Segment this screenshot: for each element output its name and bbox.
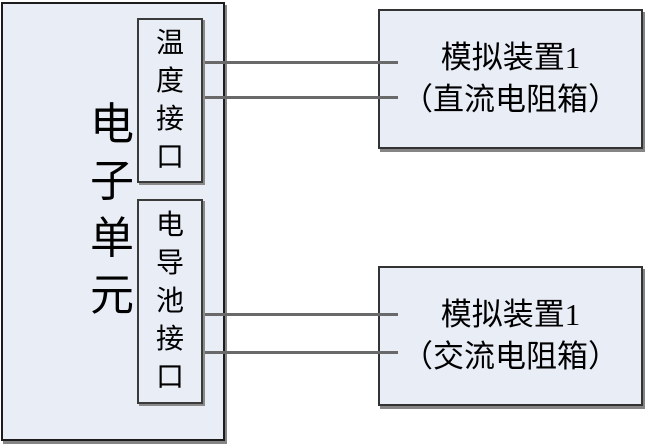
device-ac-subtitle: （交流电阻箱）: [402, 339, 619, 374]
conductivity-port-label: 电 导 池 接 口: [155, 209, 184, 393]
conductivity-port-box: 电 导 池 接 口: [137, 199, 203, 404]
temperature-port-box: 温 度 接 口: [137, 18, 203, 183]
device-dc-box: 模拟装置1 （直流电阻箱）: [378, 9, 643, 149]
connector-temp-wire-1: [205, 61, 398, 64]
connector-cond-wire-1: [205, 313, 398, 316]
connector-temp-wire-2: [205, 96, 398, 99]
temperature-port-label: 温 度 接 口: [155, 27, 184, 173]
device-dc-title: 模拟装置1: [440, 40, 581, 75]
device-dc-subtitle: （直流电阻箱）: [402, 82, 619, 117]
device-ac-title: 模拟装置1: [440, 297, 581, 332]
connector-cond-wire-2: [205, 351, 398, 354]
electronic-unit-label: 电 子 单 元: [90, 100, 134, 320]
device-ac-box: 模拟装置1 （交流电阻箱）: [378, 266, 643, 406]
